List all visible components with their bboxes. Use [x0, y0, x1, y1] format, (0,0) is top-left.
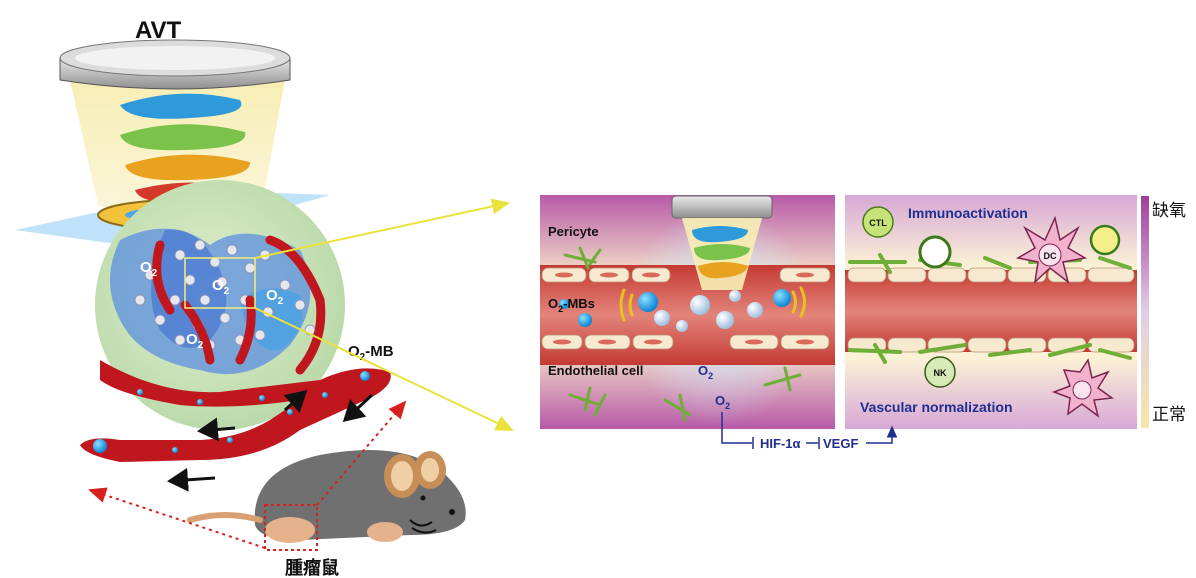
pericyte-label: Pericyte: [548, 224, 599, 239]
avt-device: AVT: [59, 17, 291, 223]
tumor-mouse-label: 腫瘤鼠: [285, 557, 339, 578]
microbubbles: [559, 286, 806, 332]
normal-panel: CTL DC NK Immunoactivation Vascular norm…: [845, 195, 1137, 429]
pathway-hif: HIF-1α: [760, 436, 801, 451]
o2-mbs-label: O2-MBs: [548, 296, 595, 314]
endothelial-label: Endothelial cell: [548, 363, 643, 378]
t-cell: [918, 235, 952, 269]
nk-cell: NK: [924, 356, 956, 388]
tumor-box: [264, 504, 318, 551]
yellow-cell: [1089, 224, 1121, 256]
o2-label-panel: O2: [698, 363, 713, 381]
mouse: 腫瘤鼠: [88, 400, 466, 578]
avt-label: AVT: [135, 17, 182, 44]
macrophage-cell: [1051, 358, 1115, 418]
o2-label-4: O2: [186, 331, 204, 351]
o2-label-2: O2: [212, 277, 230, 297]
svg-text:DC: DC: [1044, 251, 1057, 261]
o2-mb-label: O2-MB: [348, 343, 394, 363]
zoom-box: [184, 257, 256, 309]
scale-bottom-label: 正常: [1152, 405, 1186, 425]
ctl-cell: CTL: [862, 206, 894, 238]
o2-label-3: O2: [266, 287, 284, 307]
helical-wave: [120, 93, 242, 119]
signaling-pathway: O2 HIF-1α VEGF: [715, 393, 898, 451]
hypoxic-panel: Pericyte O2-MBs Endothelial cell O2: [540, 195, 835, 429]
zoom-arrow-bottom: [254, 307, 514, 431]
pathway-o2: O2: [715, 393, 730, 411]
pericytes: [563, 246, 802, 422]
tumor-vessels: [152, 235, 326, 375]
scale-top-label: 缺氧: [1152, 201, 1186, 221]
dc-cell: DC: [1015, 215, 1088, 285]
pathway-vegf: VEGF: [823, 436, 858, 451]
o2-label-1: O2: [140, 259, 158, 279]
vascular-normalization-label: Vascular normalization: [860, 399, 1013, 415]
immunoactivation-label: Immunoactivation: [908, 205, 1028, 221]
feeding-vessel: O2-MB: [80, 343, 394, 492]
svg-text:NK: NK: [934, 368, 947, 378]
svg-text:CTL: CTL: [869, 218, 887, 228]
hypoxia-scale: 缺氧 正常: [1141, 196, 1186, 428]
tumor-sphere: O2 O2 O2 O2: [95, 180, 345, 430]
zoom-arrow-top: [254, 198, 510, 259]
mini-transducer: [671, 195, 773, 290]
